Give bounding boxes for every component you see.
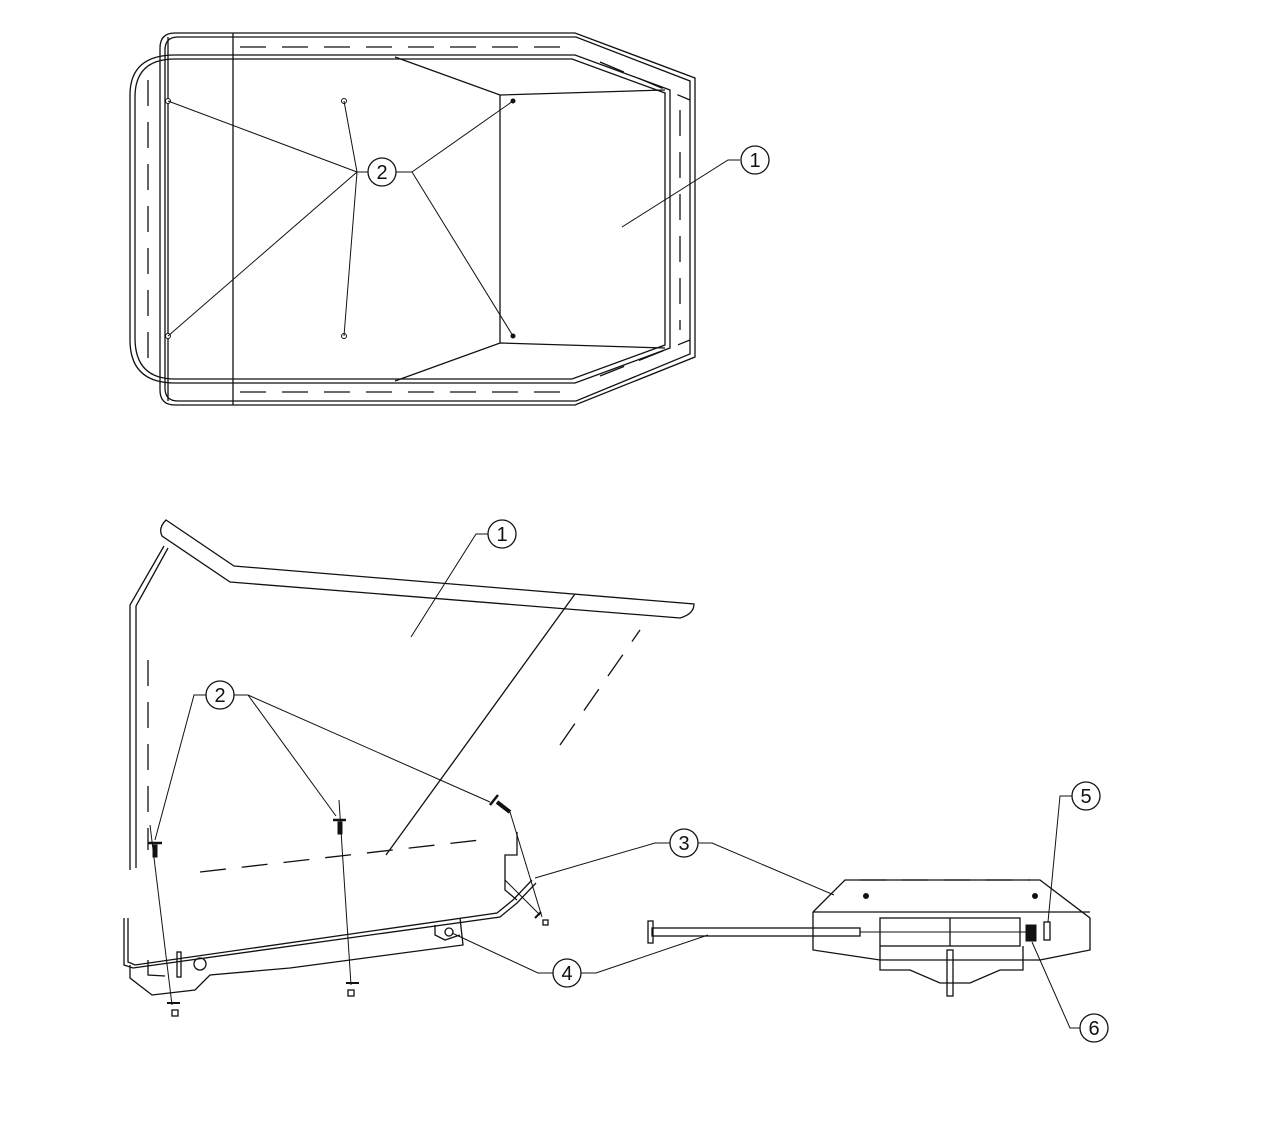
callout-top-1: 1 — [740, 145, 770, 175]
callout-side-4: 4 — [552, 958, 582, 988]
bolt-left — [148, 824, 180, 1017]
svg-text:1: 1 — [749, 150, 760, 172]
svg-text:6: 6 — [1088, 1018, 1099, 1040]
callout-side-1: 1 — [487, 519, 517, 549]
callout-side-2: 2 — [205, 680, 235, 710]
callout-side-3: 3 — [669, 828, 699, 858]
svg-text:5: 5 — [1080, 786, 1091, 808]
callout-side-6: 6 — [1079, 1013, 1109, 1043]
svg-text:2: 2 — [214, 685, 225, 707]
roller-assembly — [451, 795, 1091, 1029]
callout-top-2: 2 — [367, 157, 397, 187]
side-view-hopper — [123, 519, 695, 1017]
svg-text:1: 1 — [496, 524, 507, 546]
svg-text:4: 4 — [561, 963, 572, 985]
svg-text:2: 2 — [376, 162, 387, 184]
svg-text:3: 3 — [678, 833, 689, 855]
bolt-middle — [333, 799, 359, 997]
bolt-right — [489, 794, 549, 926]
top-view-hopper — [129, 32, 740, 406]
callout-side-5: 5 — [1071, 781, 1101, 811]
